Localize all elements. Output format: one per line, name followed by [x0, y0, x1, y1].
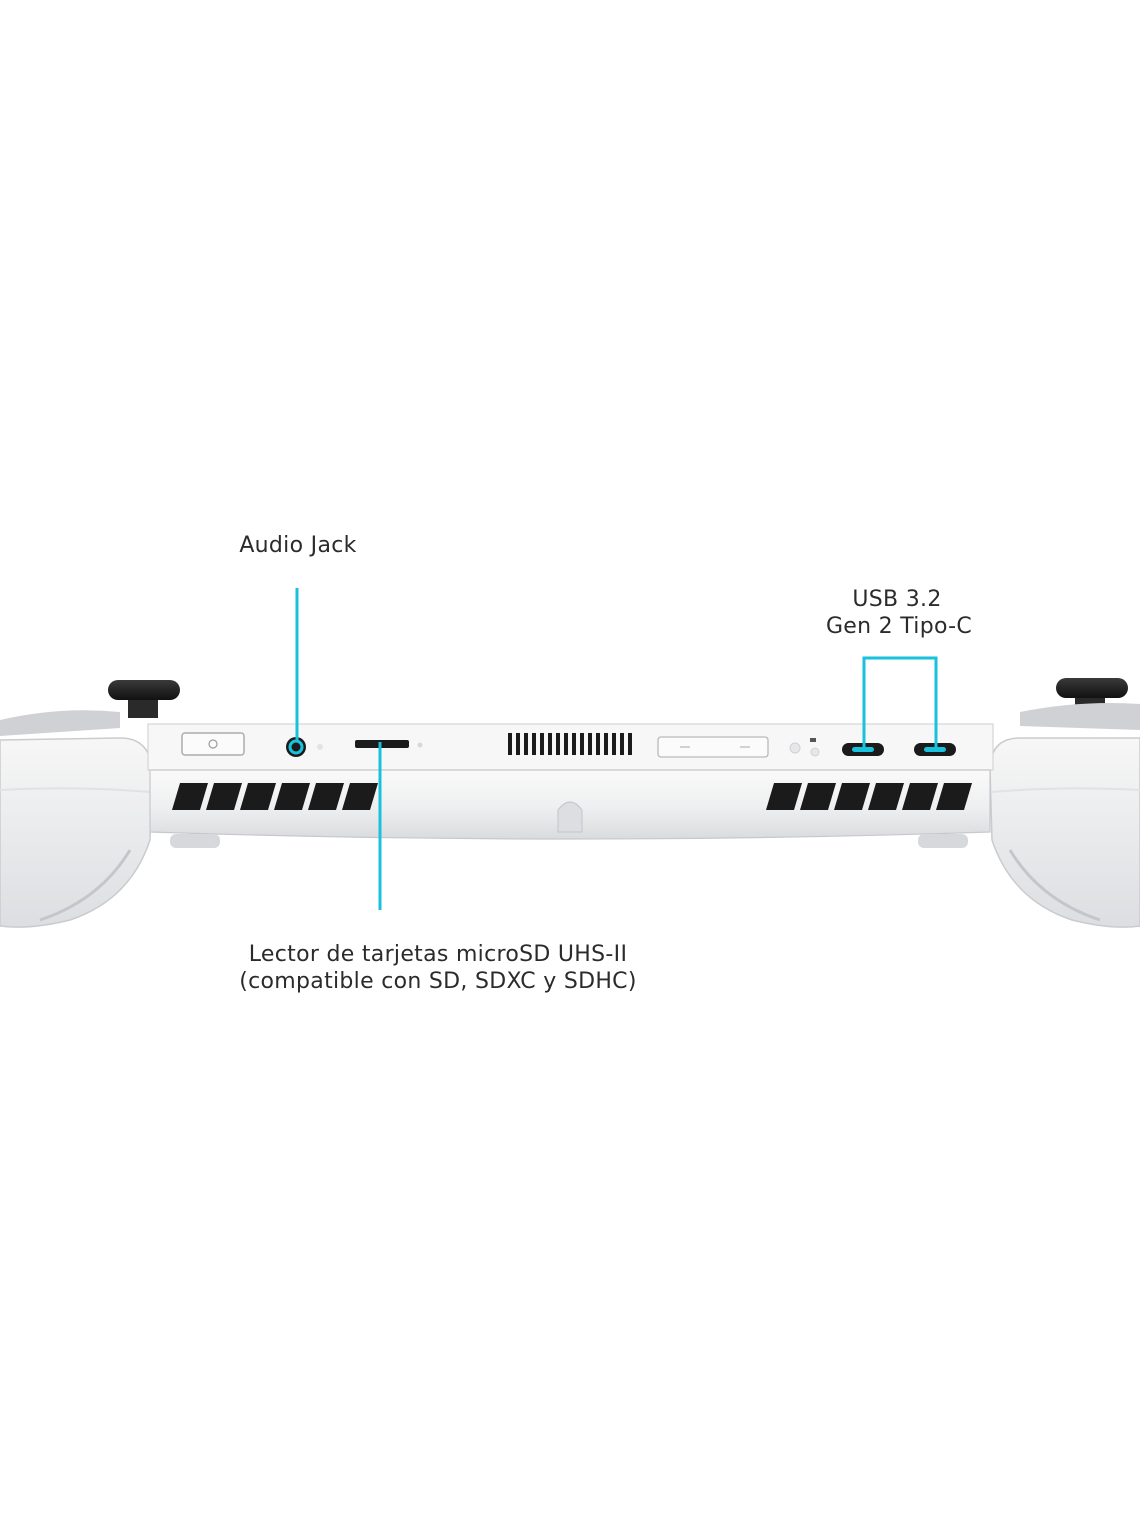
mic-hole — [810, 738, 816, 742]
microsd-slot — [355, 740, 423, 748]
left-rear-vents — [172, 783, 378, 810]
usb-c-port-2 — [914, 743, 956, 756]
small-button — [810, 747, 820, 757]
top-grille — [508, 733, 632, 755]
audio-jack-label: Audio Jack — [239, 533, 356, 558]
volume-rocker — [657, 736, 769, 758]
usb-label-line2: Gen 2 Tipo-C — [826, 614, 972, 639]
usb-label-line1: USB 3.2 — [852, 587, 941, 612]
left-thumbstick — [108, 680, 180, 718]
right-top-edge — [1020, 703, 1140, 730]
indicator-light — [789, 742, 801, 754]
left-top-edge — [0, 710, 120, 736]
right-rear-vents — [766, 783, 972, 810]
right-grip — [989, 737, 1140, 928]
handheld-console — [0, 678, 1140, 928]
microsd-label-line1: Lector de tarjetas microSD UHS-II — [249, 942, 627, 967]
power-button — [181, 732, 245, 756]
usb-leader-bracket — [862, 656, 938, 748]
callout-lines — [295, 588, 938, 910]
left-foot — [170, 834, 220, 848]
left-grip — [0, 737, 153, 928]
microsd-label-line2: (compatible con SD, SDXC y SDHC) — [239, 969, 636, 994]
right-foot — [918, 834, 968, 848]
usb-c-port-1 — [842, 743, 884, 756]
audio-jack-port — [286, 737, 323, 757]
center-notch — [557, 801, 583, 833]
